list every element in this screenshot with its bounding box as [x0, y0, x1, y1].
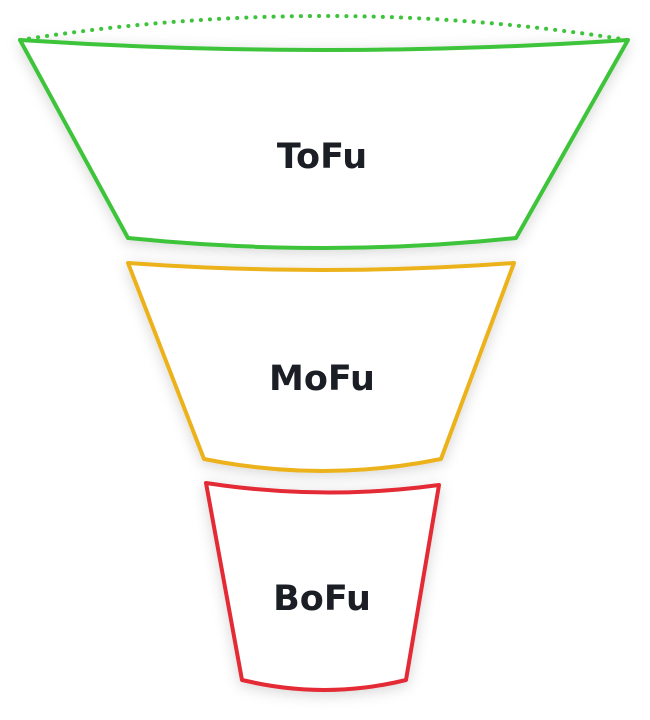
mofu-outline [126, 261, 516, 473]
tofu-label: ToFu [277, 137, 367, 177]
tofu-outline [18, 38, 630, 250]
mofu-label: MoFu [269, 359, 375, 399]
funnel-stage-tofu: ToFu [18, 14, 630, 250]
bofu-outline [204, 481, 441, 692]
funnel-stage-bofu: BoFu [204, 481, 441, 692]
funnel-stage-mofu: MoFu [126, 261, 516, 473]
tofu-rim-dotted [18, 14, 630, 42]
bofu-label: BoFu [273, 579, 371, 619]
